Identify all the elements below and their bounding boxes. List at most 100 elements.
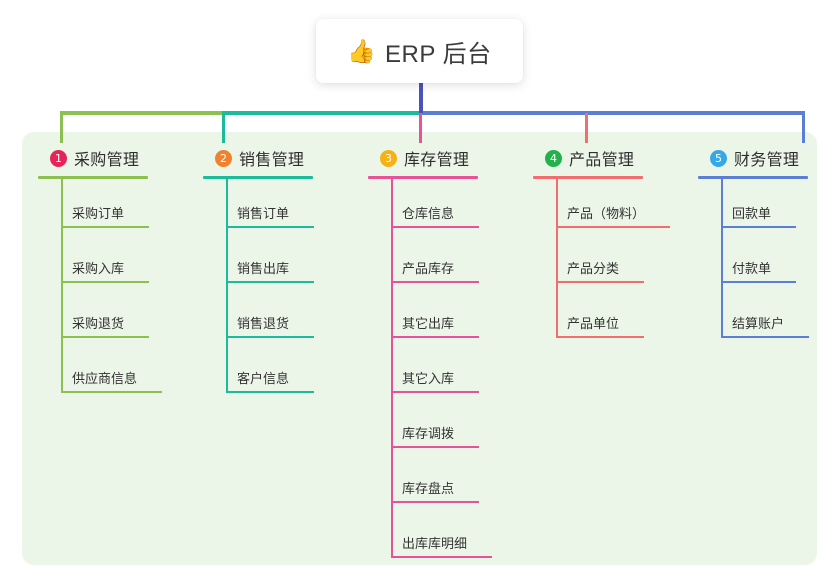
list-item-rule bbox=[61, 226, 149, 228]
list-item-label: 结算账户 bbox=[732, 316, 785, 331]
connector-segment-1 bbox=[60, 111, 222, 115]
connector-drop-2 bbox=[222, 113, 225, 143]
list-item-label: 采购退货 bbox=[72, 316, 125, 331]
connector-drop-3 bbox=[419, 113, 422, 143]
list-item-label: 产品单位 bbox=[567, 316, 620, 331]
list-item[interactable]: 库存调拨 bbox=[368, 399, 479, 454]
list-item[interactable]: 销售退货 bbox=[203, 289, 314, 344]
column-header-rule bbox=[368, 176, 478, 179]
list-item[interactable]: 销售订单 bbox=[203, 179, 314, 234]
list-item-label: 库存盘点 bbox=[402, 481, 455, 496]
list-item-rule bbox=[391, 336, 479, 338]
list-item-label: 采购入库 bbox=[72, 261, 125, 276]
list-item-label: 销售订单 bbox=[237, 206, 290, 221]
list-item-rule bbox=[391, 501, 479, 503]
list-item-label: 仓库信息 bbox=[402, 206, 455, 221]
column-badge-icon: 1 bbox=[50, 149, 67, 167]
list-item-label: 客户信息 bbox=[237, 371, 290, 386]
list-item-rule bbox=[556, 226, 670, 228]
list-item-rule bbox=[391, 391, 479, 393]
list-item[interactable]: 产品分类 bbox=[533, 234, 644, 289]
column-title: 采购管理 bbox=[74, 152, 140, 169]
list-item-rule bbox=[391, 556, 492, 558]
column-badge-icon: 2 bbox=[215, 149, 232, 167]
list-item[interactable]: 其它入库 bbox=[368, 344, 479, 399]
list-item[interactable]: 产品库存 bbox=[368, 234, 479, 289]
column-header-3[interactable]: 3 库存管理 bbox=[368, 146, 478, 170]
list-item-label: 产品库存 bbox=[402, 261, 455, 276]
list-item[interactable]: 仓库信息 bbox=[368, 179, 479, 234]
column-title: 产品管理 bbox=[569, 152, 635, 169]
column-spine bbox=[391, 179, 393, 558]
list-item-rule bbox=[61, 336, 149, 338]
list-item-rule bbox=[721, 281, 796, 283]
root-node-card[interactable]: 👍 ERP 后台 bbox=[316, 19, 523, 83]
list-item-label: 其它入库 bbox=[402, 371, 455, 386]
list-item[interactable]: 采购订单 bbox=[38, 179, 149, 234]
connector-segment-4 bbox=[422, 111, 805, 115]
column-header-4[interactable]: 4 产品管理 bbox=[533, 146, 643, 170]
connector-drop-1 bbox=[60, 113, 63, 143]
list-item[interactable]: 付款单 bbox=[698, 234, 808, 289]
list-item-rule bbox=[226, 281, 314, 283]
list-item-label: 回款单 bbox=[732, 206, 772, 221]
column-spine bbox=[556, 179, 558, 338]
list-item[interactable]: 其它出库 bbox=[368, 289, 479, 344]
list-item[interactable]: 结算账户 bbox=[698, 289, 809, 344]
root-stem-connector bbox=[419, 83, 423, 113]
list-item-rule bbox=[61, 281, 149, 283]
column-header-1[interactable]: 1 采购管理 bbox=[38, 146, 148, 170]
list-item-rule bbox=[721, 226, 796, 228]
column-3: 3 库存管理仓库信息产品库存其它出库其它入库库存调拨库存盘点出库库明细 bbox=[368, 146, 492, 564]
list-item[interactable]: 采购入库 bbox=[38, 234, 149, 289]
list-item-rule bbox=[556, 336, 644, 338]
list-item[interactable]: 客户信息 bbox=[203, 344, 314, 399]
column-title: 财务管理 bbox=[734, 152, 800, 169]
connector-drop-4 bbox=[585, 113, 588, 143]
list-item-label: 出库库明细 bbox=[402, 536, 468, 551]
list-item-rule bbox=[391, 281, 479, 283]
column-1: 1 采购管理采购订单采购入库采购退货供应商信息 bbox=[38, 146, 162, 399]
column-spine bbox=[226, 179, 228, 393]
list-item-label: 销售出库 bbox=[237, 261, 290, 276]
column-header-rule bbox=[533, 176, 643, 179]
column-header-5[interactable]: 5 财务管理 bbox=[698, 146, 808, 170]
list-item[interactable]: 销售出库 bbox=[203, 234, 314, 289]
list-item[interactable]: 回款单 bbox=[698, 179, 808, 234]
column-header-rule bbox=[698, 176, 808, 179]
list-item-label: 供应商信息 bbox=[72, 371, 138, 386]
list-item[interactable]: 产品单位 bbox=[533, 289, 644, 344]
list-item-rule bbox=[61, 391, 162, 393]
column-header-rule bbox=[203, 176, 313, 179]
list-item[interactable]: 产品（物料） bbox=[533, 179, 670, 234]
column-5: 5 财务管理回款单付款单结算账户 bbox=[698, 146, 809, 344]
column-items-list: 销售订单销售出库销售退货客户信息 bbox=[203, 179, 314, 399]
column-4: 4 产品管理产品（物料） 产品分类产品单位 bbox=[533, 146, 670, 344]
list-item-label: 销售退货 bbox=[237, 316, 290, 331]
list-item-rule bbox=[721, 336, 809, 338]
column-badge-icon: 4 bbox=[545, 149, 562, 167]
thumbs-up-icon: 👍 bbox=[347, 37, 377, 64]
list-item-label: 产品分类 bbox=[567, 261, 620, 276]
list-item-rule bbox=[391, 446, 479, 448]
list-item-label: 库存调拨 bbox=[402, 426, 455, 441]
column-badge-icon: 5 bbox=[710, 149, 727, 167]
column-spine bbox=[61, 179, 63, 393]
list-item[interactable]: 供应商信息 bbox=[38, 344, 162, 399]
root-node-title: ERP 后台 bbox=[385, 40, 492, 68]
list-item-rule bbox=[226, 391, 314, 393]
list-item[interactable]: 出库库明细 bbox=[368, 509, 492, 564]
list-item-label: 采购订单 bbox=[72, 206, 125, 221]
column-title: 库存管理 bbox=[404, 152, 470, 169]
diagram-panel bbox=[22, 132, 817, 565]
list-item-rule bbox=[226, 336, 314, 338]
column-badge-icon: 3 bbox=[380, 149, 397, 167]
list-item[interactable]: 采购退货 bbox=[38, 289, 149, 344]
column-items-list: 仓库信息产品库存其它出库其它入库库存调拨库存盘点出库库明细 bbox=[368, 179, 492, 564]
list-item-rule bbox=[556, 281, 644, 283]
list-item[interactable]: 库存盘点 bbox=[368, 454, 479, 509]
list-item-label: 产品（物料） bbox=[567, 206, 646, 221]
list-item-label: 付款单 bbox=[732, 261, 772, 276]
